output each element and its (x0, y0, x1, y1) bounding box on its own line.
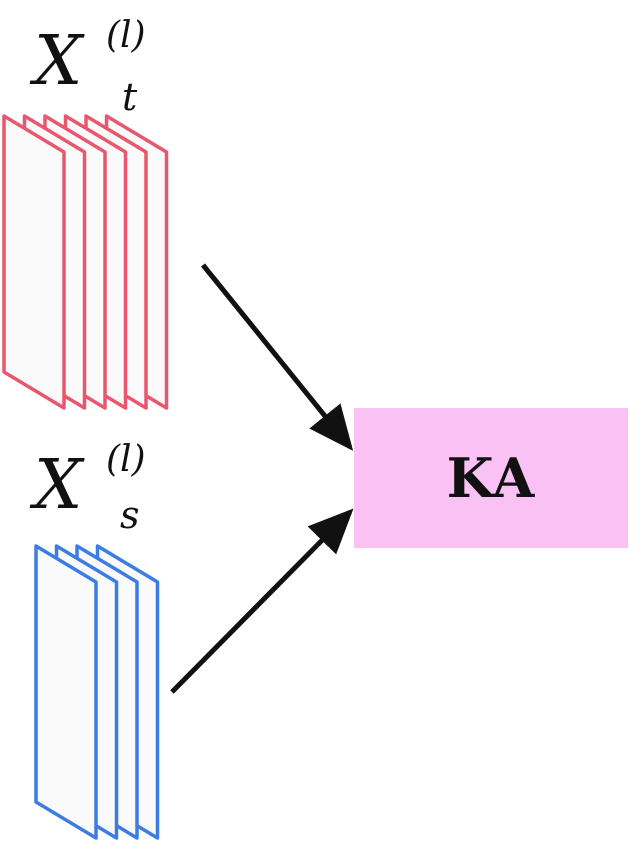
source-feature-sheet-1 (34, 544, 98, 840)
target-features-label: X (l) t (34, 18, 164, 119)
source-label-subscript: s (120, 493, 140, 537)
source-features-label: X (l) s (34, 442, 164, 542)
source-label-superscript: (l) (106, 439, 146, 480)
source-label-base: X (34, 446, 83, 525)
target-label-base: X (34, 22, 83, 101)
target-feature-sheet-1 (2, 114, 66, 410)
ka-module-label: KA (446, 446, 536, 510)
arrow-source-to-ka (170, 508, 354, 694)
target-label-superscript: (l) (106, 15, 146, 56)
target-label-subscript: t (122, 75, 138, 119)
target-feature-stack (2, 114, 169, 410)
ka-module-box: KA (354, 408, 628, 548)
arrow-target-to-ka (201, 263, 354, 451)
source-feature-stack (34, 544, 160, 840)
